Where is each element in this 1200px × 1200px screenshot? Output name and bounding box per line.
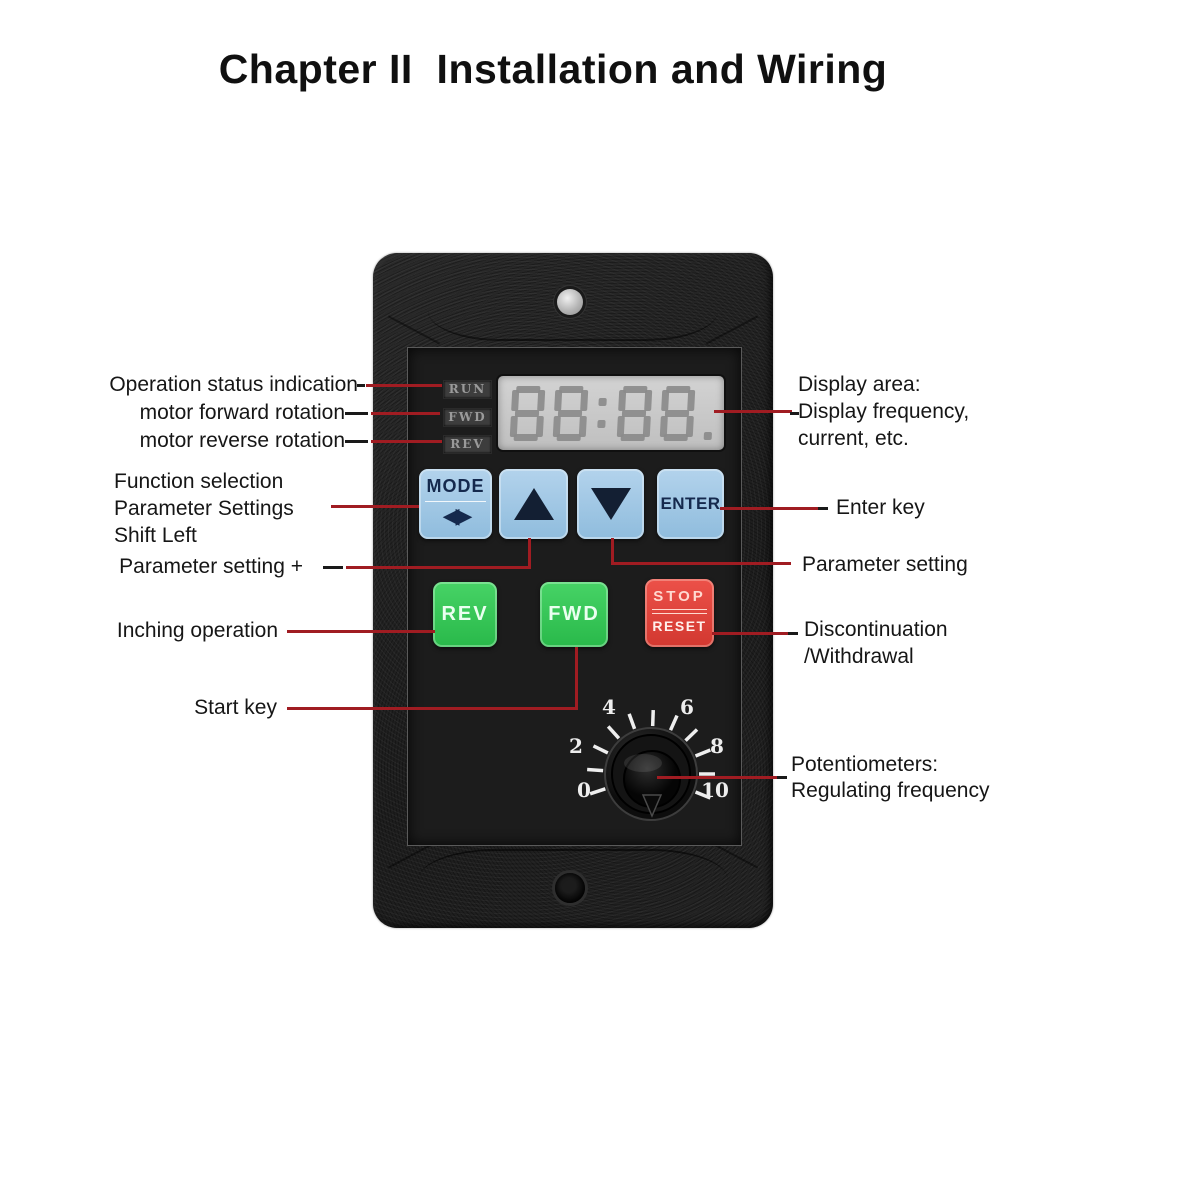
leader-line: [657, 776, 779, 779]
leader-line: [287, 630, 435, 633]
leader-line: [528, 538, 531, 569]
label-parameter-setting-plus: Parameter setting +: [119, 555, 303, 578]
label-motor-reverse: motor reverse rotation: [139, 429, 345, 452]
leader-line: [287, 707, 578, 710]
leader-line: [714, 410, 792, 413]
stop-reset-button[interactable]: STOP RESET: [645, 579, 714, 647]
seven-segment-digits: [508, 385, 714, 441]
leader-line: [371, 412, 440, 415]
leader-line: [611, 562, 791, 565]
label-function-selection: Function selection Parameter Settings Sh…: [114, 470, 294, 547]
keypad-panel: RUN FWD REV MODE ◀▶: [407, 347, 742, 846]
leader-line: [345, 412, 368, 415]
svg-text:6: 6: [680, 695, 694, 719]
label-start-key: Start key: [194, 696, 277, 719]
down-arrow-button[interactable]: [577, 469, 644, 539]
page-title: Chapter II Installation and Wiring: [218, 46, 888, 92]
leader-line: [818, 507, 828, 510]
rev-button[interactable]: REV: [433, 582, 497, 647]
leader-line: [345, 440, 368, 443]
leader-line: [331, 505, 419, 508]
leader-line: [712, 632, 790, 635]
fwd-button[interactable]: FWD: [540, 582, 608, 647]
shift-left-right-icon: ◀▶: [442, 504, 473, 529]
leader-line: [366, 384, 442, 387]
label-potentiometers: Potentiometers: Regulating frequency: [791, 753, 990, 802]
label-display-area: Display area: Display frequency, current…: [798, 373, 970, 450]
rev-indicator: REV: [443, 435, 492, 454]
leader-line: [611, 538, 614, 564]
leader-line: [323, 566, 343, 569]
case-top-arc: [428, 281, 718, 341]
potentiometer: 0 2 4 6 8 10: [569, 695, 729, 821]
down-arrow-icon: [577, 469, 644, 539]
leader-line: [788, 632, 798, 635]
mode-divider: [424, 501, 487, 502]
label-enter-key: Enter key: [836, 496, 925, 519]
vfd-control-panel: RUN FWD REV MODE ◀▶: [373, 253, 773, 928]
label-operation-status: Operation status indication: [109, 373, 358, 396]
leader-line: [371, 440, 442, 443]
run-indicator: RUN: [443, 380, 492, 399]
label-discontinuation: Discontinuation /Withdrawal: [804, 618, 948, 668]
bottom-screw: [555, 873, 585, 903]
mode-button[interactable]: MODE ◀▶: [419, 469, 492, 539]
potentiometer-ticks: [587, 709, 715, 800]
svg-text:2: 2: [569, 734, 583, 758]
enter-button[interactable]: ENTER: [657, 469, 724, 539]
case-bottom-arc: [418, 849, 728, 911]
svg-text:0: 0: [577, 778, 591, 802]
leader-line: [346, 566, 531, 569]
leader-line: [575, 647, 578, 710]
label-parameter-setting: Parameter setting: [802, 553, 968, 576]
label-inching-operation: Inching operation: [116, 619, 278, 642]
top-screw: [557, 289, 583, 315]
svg-text:8: 8: [710, 734, 724, 758]
potentiometer-knob[interactable]: [604, 727, 698, 821]
up-arrow-button[interactable]: [499, 469, 568, 539]
svg-text:4: 4: [602, 695, 616, 719]
leader-line: [357, 384, 365, 387]
fwd-indicator: FWD: [443, 408, 492, 427]
stop-reset-divider: [651, 609, 708, 614]
leader-line: [777, 776, 787, 779]
label-motor-forward: motor forward rotation: [139, 401, 345, 424]
potentiometer-scale: 0 2 4 6 8 10: [569, 695, 729, 802]
up-arrow-icon: [499, 469, 568, 539]
knob-pointer-notch: [641, 794, 663, 818]
leader-line: [790, 412, 799, 415]
leader-line: [720, 507, 820, 510]
svg-text:10: 10: [701, 778, 729, 802]
seven-segment-display: [498, 376, 724, 450]
